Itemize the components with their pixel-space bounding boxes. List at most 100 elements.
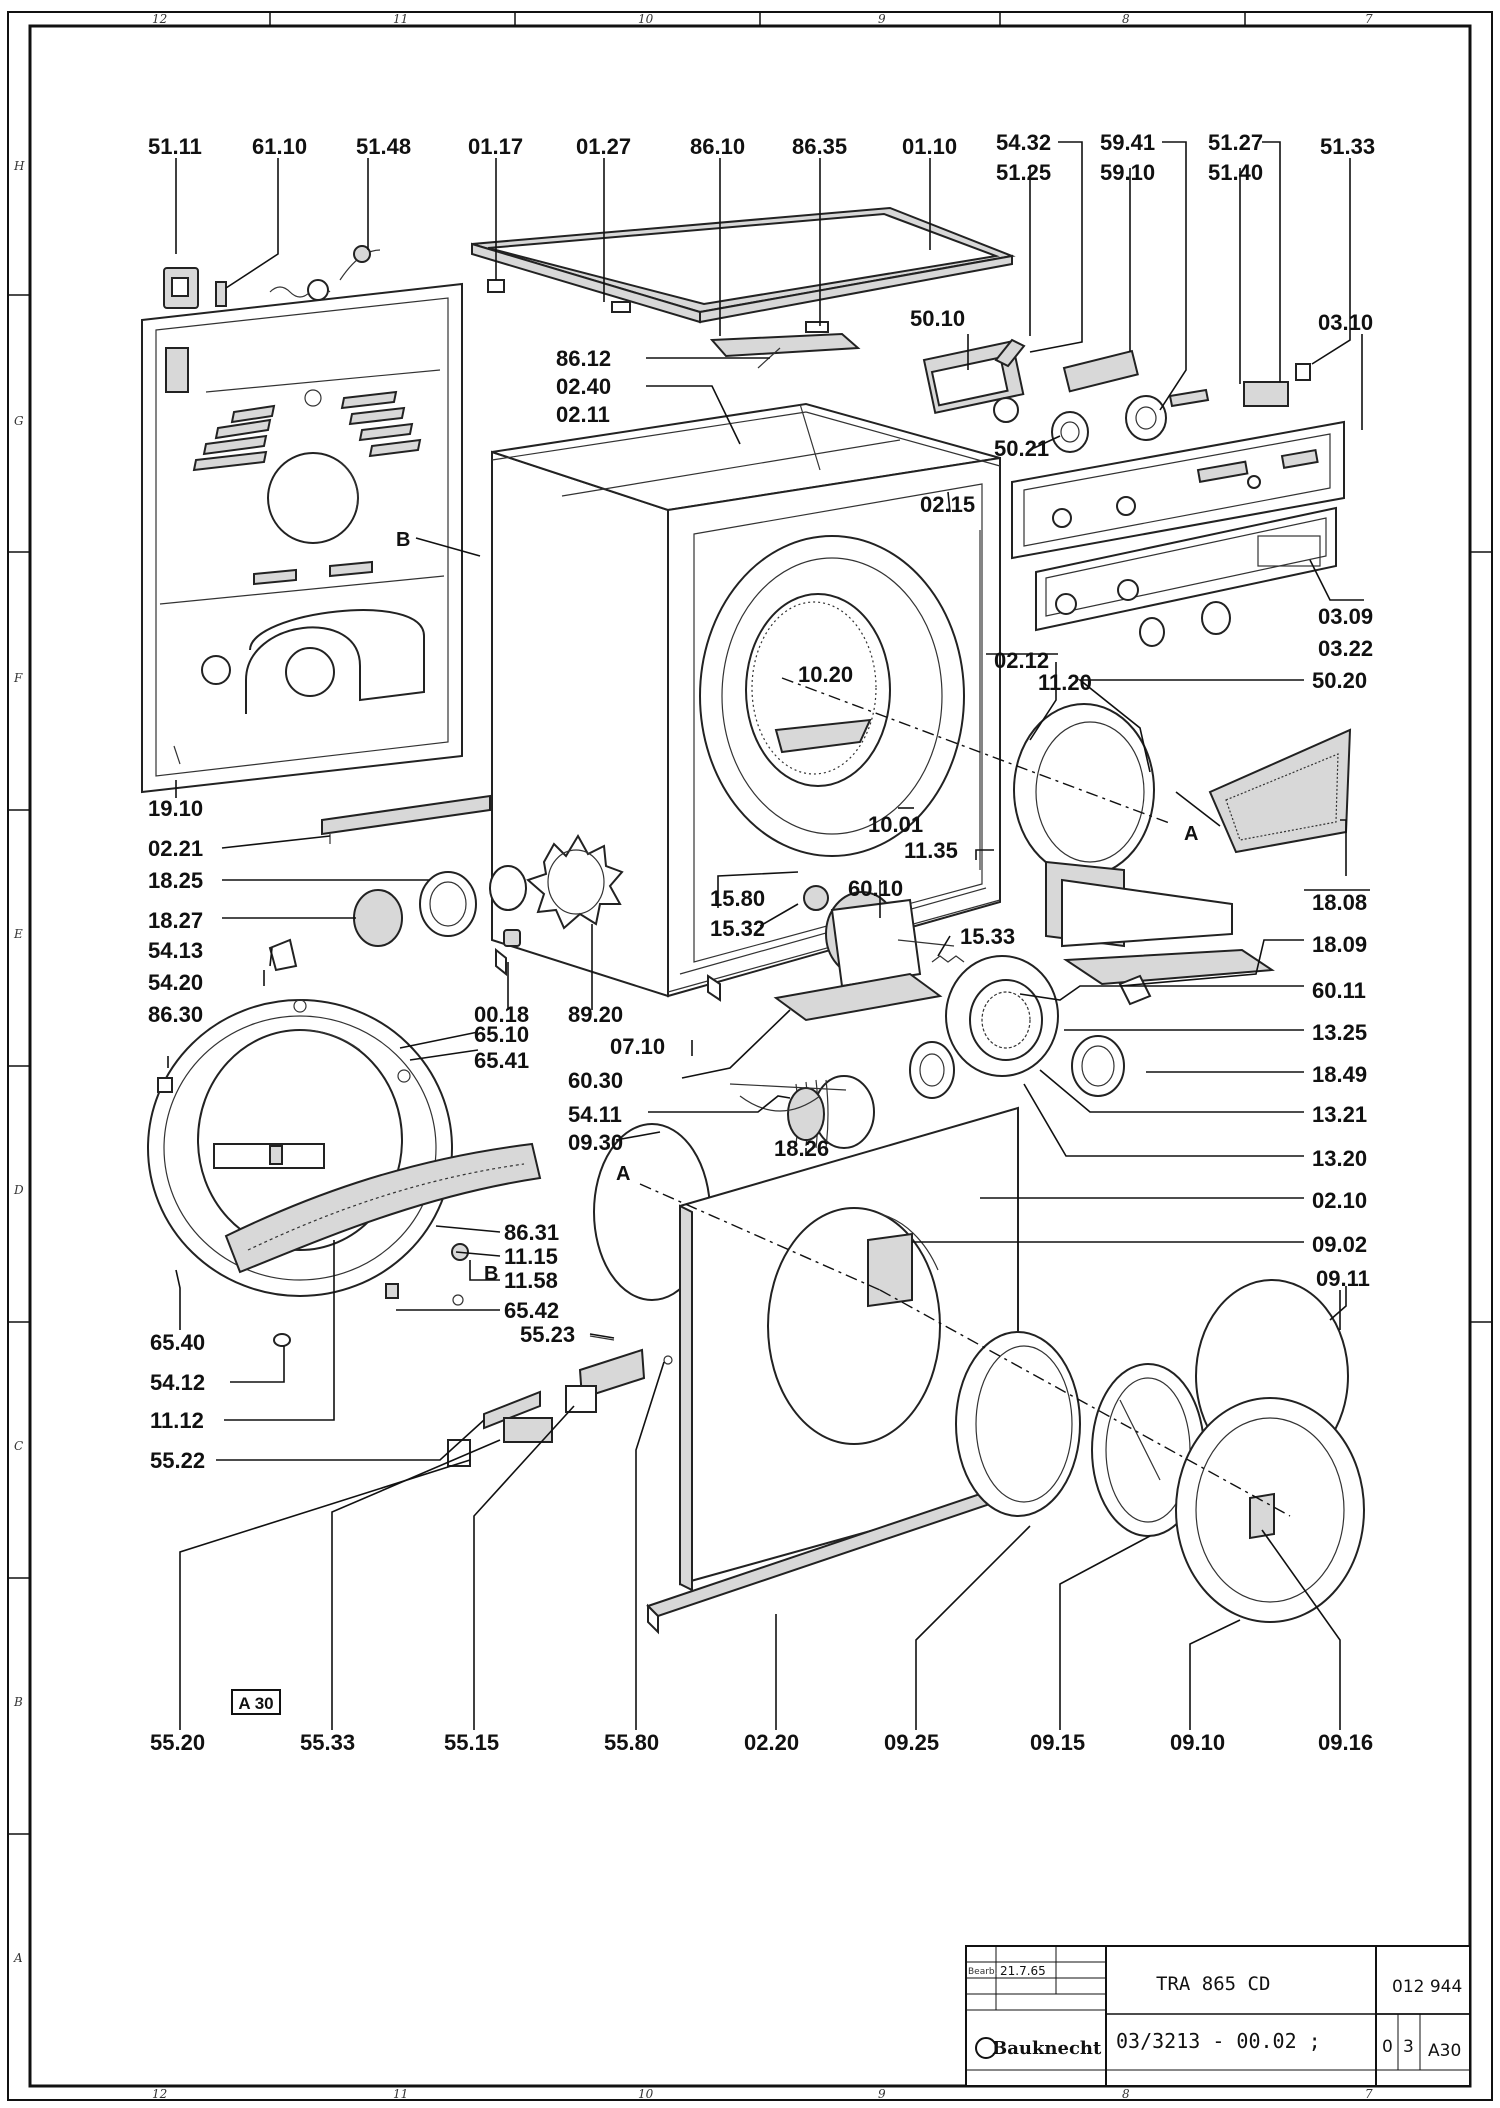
part-label: 15.32 [710,916,765,941]
part-label: 13.20 [1312,1146,1367,1171]
part-label: 51.40 [1208,160,1263,185]
part-label: 61.10 [252,134,307,159]
zone-number: 8 [1122,2087,1130,2101]
zone-letter: E [13,927,23,941]
part-label: 02.40 [556,374,611,399]
zone-ticks [8,12,1492,1835]
bellows-hose-drawing [787,1075,875,1149]
part-label: 10.20 [798,662,853,687]
part-label: 65.41 [474,1048,529,1073]
section-marker: B [484,1263,498,1285]
part-label: 50.20 [1312,668,1367,693]
part-label: 51.25 [996,160,1051,185]
part-label: 09.10 [1170,1730,1225,1755]
part-label: 11.20 [1038,670,1092,695]
zone-letter: G [14,414,24,428]
part-label: 59.41 [1100,130,1155,155]
inner-door-drawing [147,938,542,1347]
part-label: 50.10 [910,306,965,331]
sheet-stamp: A 30 [231,1689,281,1715]
zone-numbers-top: 12 11 10 9 8 7 [152,12,1373,26]
sheet-inner-frame [28,24,1472,2088]
knobs-drawing [1139,601,1231,647]
title-block: Bearb. 21.7.65 TRA 865 CD 012 944 03/321… [965,1945,1471,2087]
part-label: 55.33 [300,1730,355,1755]
part-label: 11.58 [504,1268,558,1293]
part-label: 51.33 [1320,134,1375,159]
part-label: 02.21 [148,836,203,861]
control-panel-drawing [1011,420,1345,632]
part-label: 19.10 [148,796,203,821]
part-label: 18.25 [148,868,203,893]
part-label: 86.30 [148,1002,203,1027]
part-label: 54.32 [996,130,1051,155]
part-label: 02.20 [744,1730,799,1755]
zone-number: 11 [393,2087,408,2101]
small-clips-drawing [487,279,861,369]
part-label: 60.30 [568,1068,623,1093]
part-label: 09.16 [1318,1730,1373,1755]
part-label: 11.15 [504,1244,558,1269]
part-label: 55.15 [444,1730,499,1755]
part-label: 18.26 [774,1136,829,1161]
zone-letter: F [13,671,23,685]
cabinet-body-drawing [491,402,1001,1002]
zone-number: 9 [878,12,886,26]
part-label: 00.18 [474,1002,529,1027]
part-label: 54.12 [150,1370,205,1395]
part-label: 55.20 [150,1730,205,1755]
title-block-date-label: Bearb. [968,1967,998,1977]
part-label: 60.10 [848,876,903,901]
zone-letters-left: H G F E D C B A [13,159,25,1965]
sheet-outer-frame [7,11,1493,2101]
part-label: 51.48 [356,134,411,159]
part-label: 86.35 [792,134,847,159]
part-label: 18.08 [1312,890,1367,915]
zone-number: 10 [638,12,654,26]
brand-logo-icon [975,2037,997,2059]
part-label: 01.27 [576,134,631,159]
section-marker: B [396,529,410,551]
stiffener-drawing [321,794,491,844]
part-label: 02.10 [1312,1188,1367,1213]
part-label: 59.10 [1100,160,1155,185]
plug-and-cable-drawing [163,245,381,309]
title-block-sheet-code: A30 [1428,2041,1461,2061]
part-label: 09.30 [568,1130,623,1155]
title-block-brand: Bauknecht [992,2038,1102,2059]
zone-number: 8 [1122,12,1130,26]
title-block-drawing-number: 03/3213 - 00.02 ; [1116,2029,1321,2053]
title-block-model: TRA 865 CD [1156,1973,1270,1995]
part-label: 51.27 [1208,130,1263,155]
part-label: 54.11 [568,1102,622,1127]
part-label: 86.12 [556,346,611,371]
part-label: 02.11 [556,402,610,427]
zone-number: 10 [638,2087,654,2101]
part-label: 07.10 [610,1034,665,1059]
part-labels: 51.11 61.10 51.48 01.17 01.27 86.10 86.3… [148,130,1375,1755]
section-marker: A [616,1163,630,1185]
air-duct-drawing [1013,703,1233,948]
part-label: 15.80 [710,886,765,911]
hinge-parts-drawing [447,1243,673,1467]
part-label: 11.12 [150,1408,204,1433]
part-label: 02.12 [994,648,1049,673]
part-label: 09.02 [1312,1232,1367,1257]
leader-lines [167,141,1370,1730]
section-lines [639,677,1291,1517]
zone-number: 12 [152,2087,167,2101]
part-label: 13.21 [1312,1102,1367,1127]
back-panel-drawing [141,282,463,794]
part-label: 03.10 [1318,310,1373,335]
stamp-text: A 30 [238,1694,273,1713]
zone-letter: C [14,1439,23,1453]
part-label: 51.11 [148,134,202,159]
lint-filter-drawing [1208,728,1352,854]
door-ring-drawing [955,1279,1365,1623]
front-panel-drawing [679,1106,1019,1592]
part-label: 60.11 [1312,978,1366,1003]
part-label: 55.22 [150,1448,205,1473]
part-label: 03.22 [1318,636,1373,661]
zone-number: 9 [878,2087,886,2101]
